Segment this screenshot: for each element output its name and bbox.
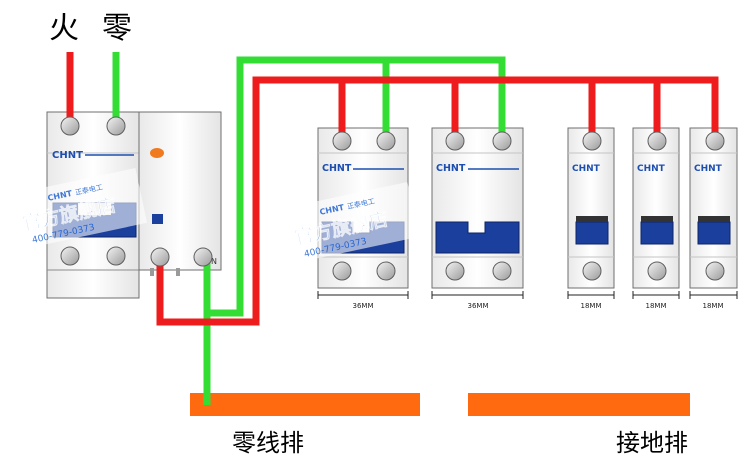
breaker-2p-a-brand: CHNT <box>322 163 352 174</box>
dimension-label-2p-b: 36MM <box>468 302 489 310</box>
screw <box>647 261 667 281</box>
breaker-1p-b-toggle <box>640 221 674 245</box>
screw <box>332 131 352 151</box>
breaker-1p-a-toggle <box>575 221 609 245</box>
breaker-1p-c-toggle <box>697 221 731 245</box>
dimension-label-1p-a: 18MM <box>581 302 602 310</box>
ground-bus-bar <box>468 393 690 416</box>
breaker-1p-c-brand: CHNT <box>694 164 723 174</box>
screw <box>376 261 396 281</box>
screw <box>705 131 725 151</box>
main-breaker-brand: CHNT <box>52 150 83 161</box>
rcd-module <box>138 111 222 271</box>
screw <box>492 261 512 281</box>
screw <box>376 131 396 151</box>
screw <box>705 261 725 281</box>
neutral-label: 零 <box>102 11 132 46</box>
live-label: 火 <box>49 11 79 46</box>
breaker-1p-b: CHNT <box>632 127 680 289</box>
screw <box>492 131 512 151</box>
watermark-right: CHNT 正泰电工 官方旗舰店 400-779-0373 <box>282 181 420 264</box>
screw <box>193 247 213 267</box>
screw <box>332 261 352 281</box>
dimension-marks <box>317 291 738 299</box>
screw <box>150 247 170 267</box>
screw <box>106 116 126 136</box>
breaker-2p-b-brand: CHNT <box>436 163 466 174</box>
live-output-wire <box>156 76 719 326</box>
breaker-1p-b-brand: CHNT <box>637 164 666 174</box>
neutral-bus-bar <box>190 393 420 416</box>
breaker-1p-c: CHNT <box>689 127 738 289</box>
breaker-2p-b: CHNT <box>431 127 524 289</box>
dimension-label-1p-b: 18MM <box>646 302 667 310</box>
dimension-label-1p-c: 18MM <box>703 302 724 310</box>
ground-bar-label: 接地排 <box>616 429 688 457</box>
rcd-terminal-n-label: N <box>211 257 217 266</box>
screw <box>582 261 602 281</box>
rcd-test-button <box>150 148 164 158</box>
dimension-label-2p-a: 36MM <box>353 302 374 310</box>
rcd-indicator <box>152 214 163 224</box>
breaker-2p-b-toggle <box>435 221 520 254</box>
live-wires <box>66 52 719 326</box>
screw <box>445 131 465 151</box>
screw <box>647 131 667 151</box>
screw <box>60 246 80 266</box>
terminal-screws <box>60 116 725 281</box>
neutral-bar-label: 零线排 <box>232 429 304 457</box>
breaker-1p-a-brand: CHNT <box>572 164 601 174</box>
screw <box>445 261 465 281</box>
screw <box>60 116 80 136</box>
breaker-1p-a: CHNT <box>567 127 615 289</box>
screw <box>582 131 602 151</box>
neutral-output-wire <box>203 56 506 317</box>
neutral-wires <box>112 52 506 405</box>
screw <box>106 246 126 266</box>
